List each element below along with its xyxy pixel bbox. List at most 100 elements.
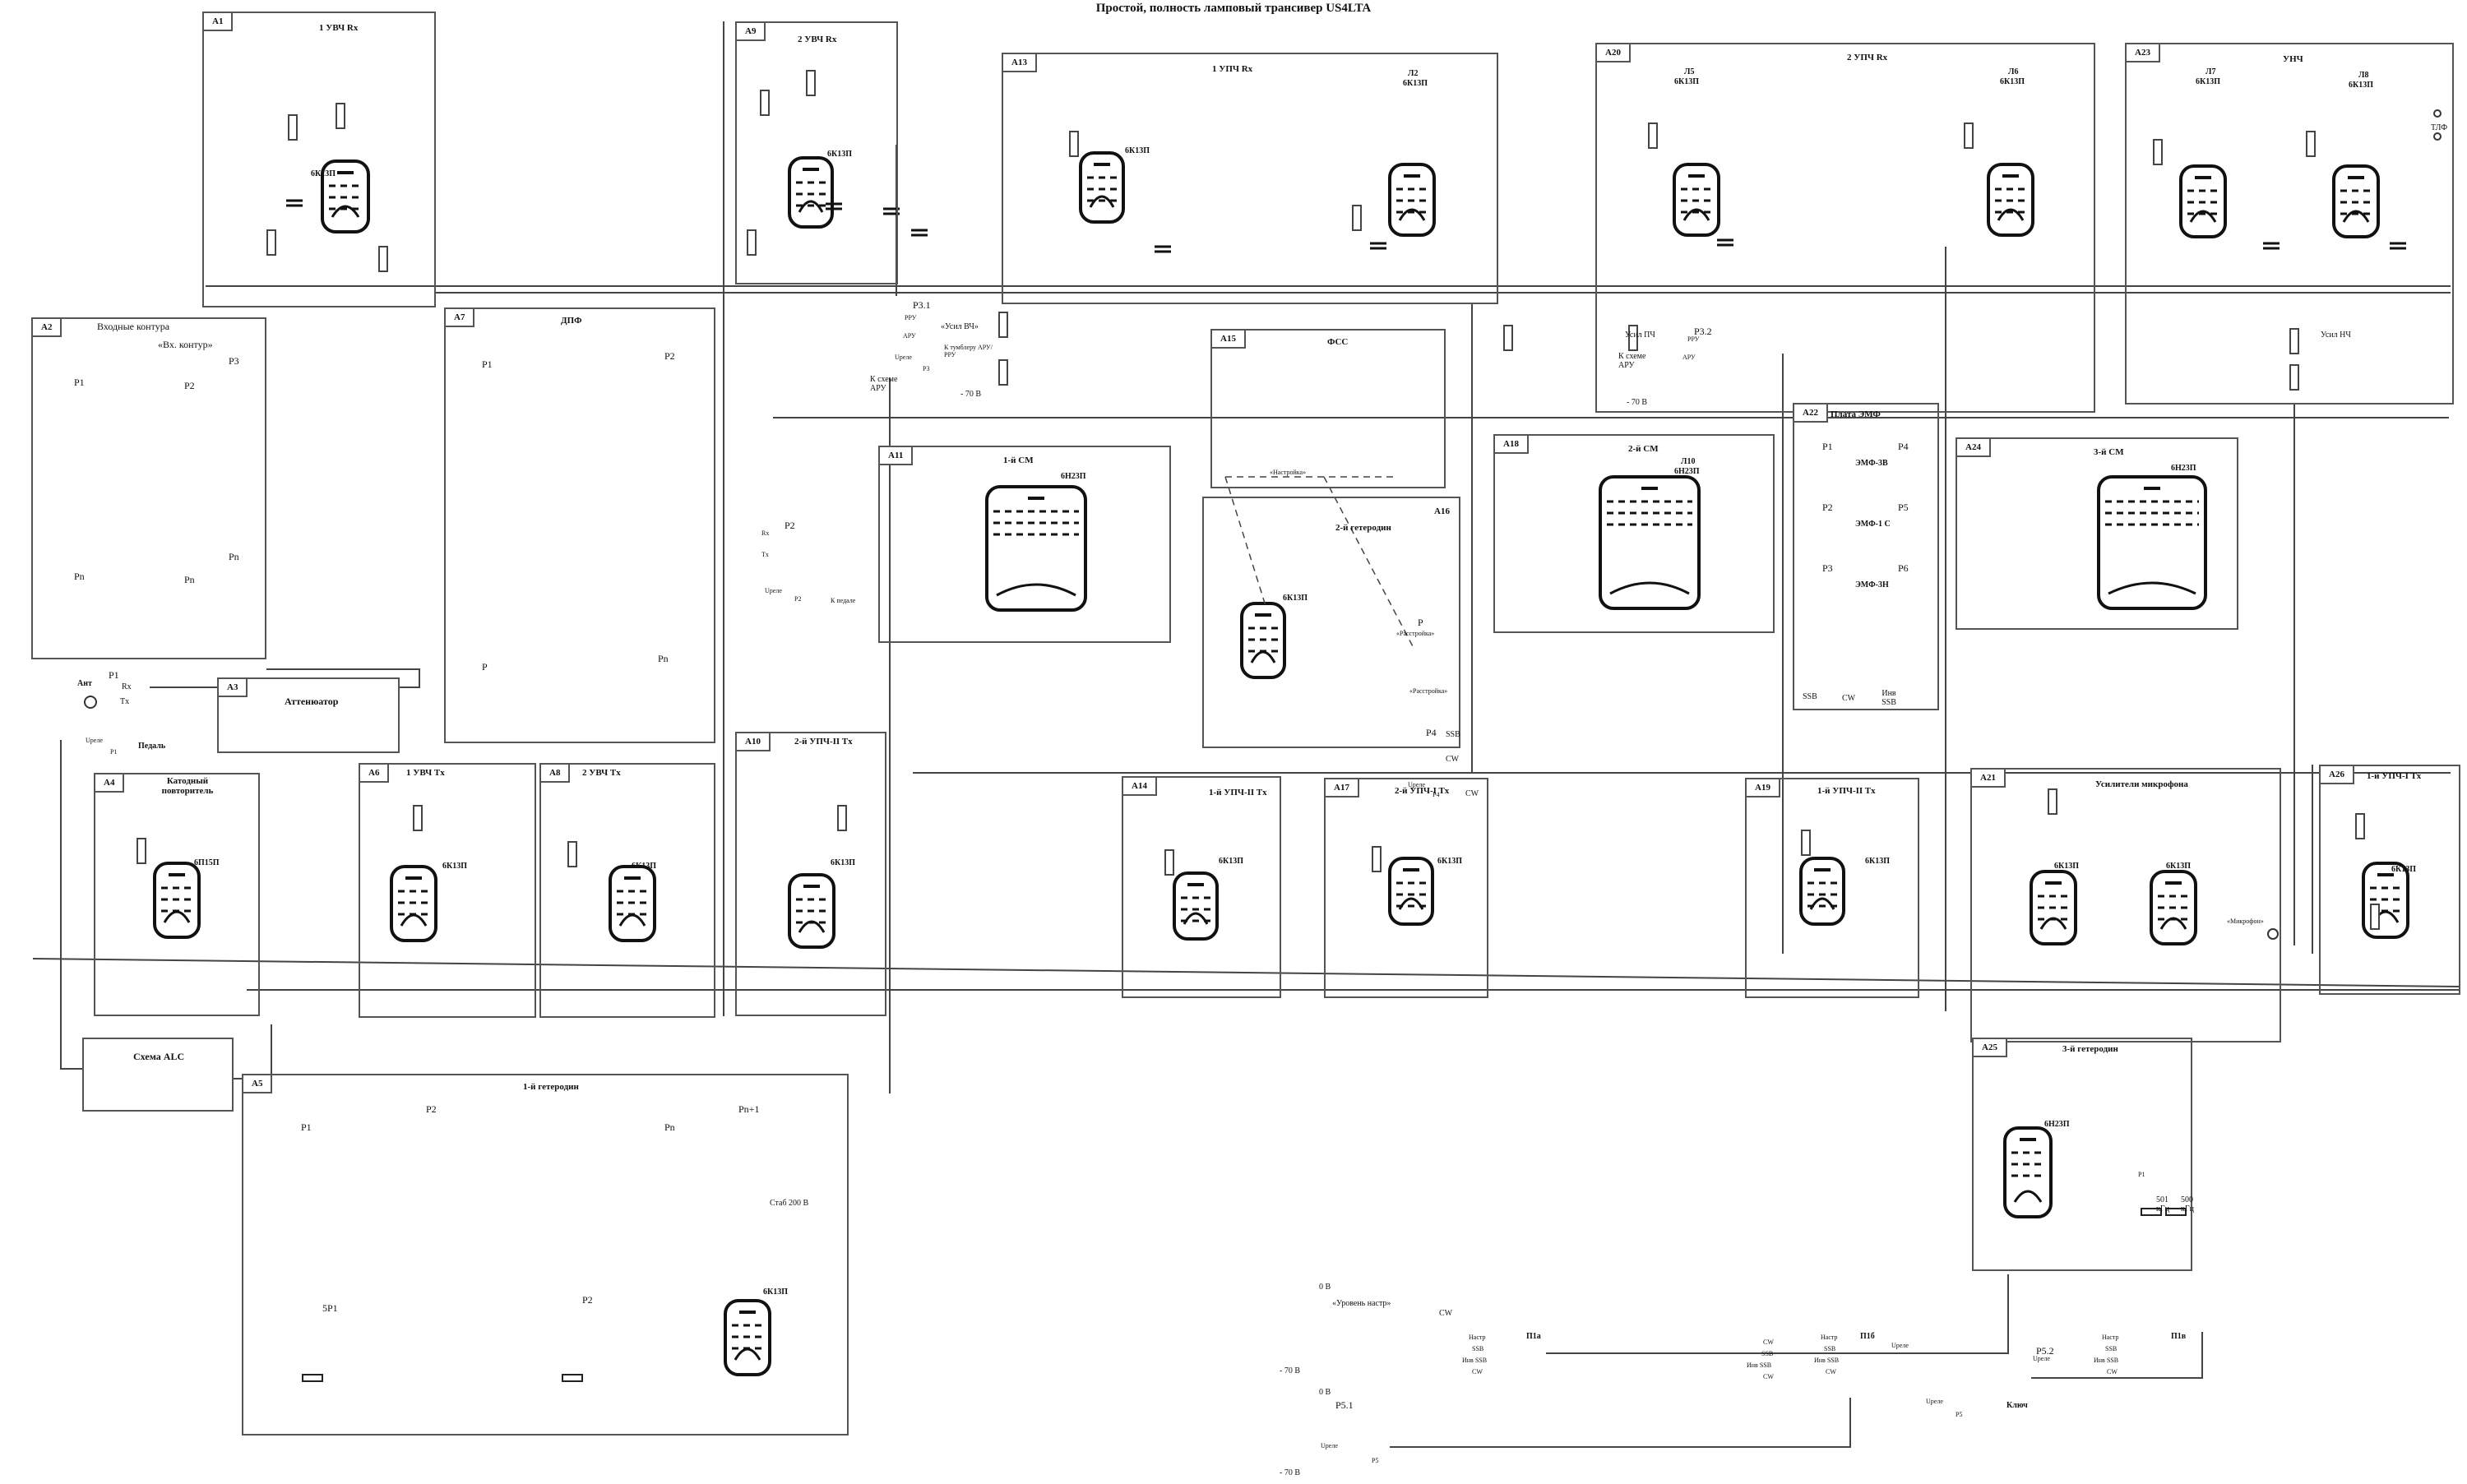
switch-position[interactable]: SSB	[2105, 1345, 2118, 1352]
switch-position[interactable]: Инв SSB	[1814, 1357, 1840, 1364]
rru-label: РРУ	[905, 314, 917, 321]
relay-box-p3: P3	[923, 365, 930, 372]
relay-voltage-label: Uреле	[765, 587, 782, 594]
block-a3: A3 Аттенюатор	[217, 677, 400, 753]
vacuum-tube-icon	[2003, 1126, 2053, 1218]
vacuum-tube-icon	[1987, 163, 2034, 237]
mode-switch-p1b[interactable]: П1б Настр SSB Инв SSB CW CW SSB Инв SSB …	[1743, 1332, 1909, 1385]
rf-gain-knob[interactable]: «Усил ВЧ»	[941, 322, 979, 331]
filter-label: ЭМФ-3Н	[1855, 580, 1889, 589]
relay-voltage-label: Uреле	[2033, 1355, 2050, 1362]
block-a20: A20 2 УПЧ Rx Л5 6К13П Л6 6К13П	[1595, 43, 2095, 413]
to-agc-label: К схеме АРУ	[1618, 352, 1646, 370]
tube-cathode	[2159, 917, 2187, 930]
if-gain-knob[interactable]: Усил ПЧ	[1625, 331, 1655, 340]
block-tag: A1	[202, 12, 234, 31]
tube-envelope	[788, 156, 834, 229]
tube-cathode	[1997, 208, 2025, 221]
vacuum-tube-icon	[1240, 602, 1286, 679]
resistor-icon	[837, 805, 847, 831]
relay-label: 5P1	[322, 1302, 338, 1314]
relay-label: P1	[301, 1121, 312, 1133]
block-tag: A25	[1972, 1038, 2007, 1057]
switch-position[interactable]: CW	[1472, 1368, 1483, 1375]
tube-cathode	[1809, 897, 1835, 910]
switch-position[interactable]: Настр	[1469, 1334, 1486, 1341]
switch-output: CW	[1763, 1338, 1774, 1346]
tube-envelope	[2179, 164, 2227, 238]
mode-switch-p1a[interactable]: П1а Настр SSB Инв SSB CW	[1460, 1332, 1543, 1385]
to-toggle-label: К тумблеру АРУ/РРУ	[944, 344, 993, 358]
tube-envelope	[1673, 163, 1720, 237]
tune-level-knob[interactable]: «Уровень настр»	[1332, 1299, 1391, 1308]
block-tag: A7	[444, 307, 475, 327]
block-tag: A10	[735, 732, 771, 751]
switch-position[interactable]: CW	[1826, 1368, 1836, 1375]
crystal-icon	[562, 1374, 583, 1382]
relay-label: P1	[2138, 1171, 2145, 1178]
tube-envelope	[1388, 163, 1436, 237]
tube-label: 6К13П	[1125, 146, 1150, 155]
pedal-label[interactable]: Педаль	[138, 742, 166, 751]
switch-position[interactable]: SSB	[1824, 1345, 1836, 1352]
relay-label: P5.1	[1335, 1399, 1354, 1411]
block-title: 1-й УПЧ-II Tx	[1817, 786, 1876, 796]
resistor-icon	[266, 229, 276, 256]
block-a17: A17 2-й УПЧ-I Tx 6К13П	[1324, 778, 1488, 998]
resistor-icon	[1069, 131, 1079, 157]
detune-knob[interactable]: «Расстройка»	[1409, 687, 1448, 695]
block-a24: A24 3-й СМ 6Н23П	[1956, 437, 2238, 630]
mode-switch-p1v[interactable]: П1в Настр SSB Инв SSB CW	[2089, 1332, 2187, 1385]
relay-box-p5: P5	[1372, 1457, 1379, 1464]
zero-v-label: 0 В	[1319, 1388, 1331, 1397]
input-tuning-knob[interactable]: «Вх. контур»	[158, 339, 213, 350]
tube-cathode	[1682, 208, 1710, 221]
tube-cathode	[1609, 581, 1690, 595]
block-tag: A5	[242, 1074, 273, 1093]
switch-position[interactable]: Настр	[2102, 1334, 2119, 1341]
block-a2: A2 Входные контура «Вх. контур» P1 P2 P3…	[31, 317, 266, 659]
vacuum-tube-icon	[2332, 164, 2380, 238]
relay-label: P2	[664, 350, 675, 362]
switch-position[interactable]: CW	[2107, 1368, 2118, 1375]
relay-label: P4	[1898, 441, 1909, 452]
block-a26: A26 1-й УПЧ-I Tx 6К13П	[2319, 765, 2460, 995]
block-a11: A11 1-й СМ 6Н23П	[878, 446, 1171, 643]
capacitor-icon	[2263, 242, 2280, 250]
tube-label: 6К13П	[2391, 865, 2417, 874]
block-title: 1-й гетеродин	[523, 1082, 579, 1092]
tube-cathode	[331, 205, 360, 218]
block-title: 1-й УПЧ-II Tx	[1209, 788, 1267, 797]
af-gain-knob[interactable]: Усил НЧ	[2321, 331, 2351, 340]
supply-minus70: - 70 В	[1280, 1468, 1300, 1477]
switch-position[interactable]: Настр	[1821, 1334, 1838, 1341]
vacuum-tube-icon	[1799, 857, 1845, 926]
key-label[interactable]: Ключ	[2006, 1401, 2028, 1410]
capacitor-icon	[286, 199, 303, 207]
switch-position[interactable]: Инв SSB	[2094, 1357, 2119, 1364]
switch-position[interactable]: SSB	[1472, 1345, 1484, 1352]
tuning-knob[interactable]: «Настройка»	[1270, 469, 1307, 476]
vacuum-tube-icon	[321, 159, 370, 233]
tube-cathode	[2189, 210, 2217, 223]
relay-voltage-label: Uреле	[86, 737, 103, 744]
resistor-icon	[998, 312, 1008, 338]
antenna-label: Ант	[77, 679, 92, 688]
block-title: Аттенюатор	[285, 696, 339, 707]
tube-label: 6К13П	[1283, 594, 1308, 603]
capacitor-icon	[911, 229, 928, 237]
switch-position[interactable]: Инв SSB	[1462, 1357, 1488, 1364]
switch-section-label: П1а	[1526, 1332, 1541, 1341]
output-ssb: SSB	[1803, 692, 1817, 701]
supply-minus70: - 70 В	[1280, 1366, 1300, 1375]
block-a16: A16 2-й гетеродин 6К13П P «Расстройка» «…	[1202, 497, 1460, 748]
supply-label: Стаб 200 В	[770, 1199, 809, 1208]
relay-label: P2	[582, 1294, 593, 1306]
detune-knob[interactable]: «Расстройка»	[1396, 630, 1435, 637]
resistor-icon	[2355, 813, 2365, 839]
relay-label: P2	[1822, 502, 1833, 513]
resistor-icon	[1648, 123, 1658, 149]
relay-label: P3	[229, 355, 239, 367]
tube-envelope	[1388, 857, 1434, 926]
block-title: ДПФ	[561, 316, 582, 326]
